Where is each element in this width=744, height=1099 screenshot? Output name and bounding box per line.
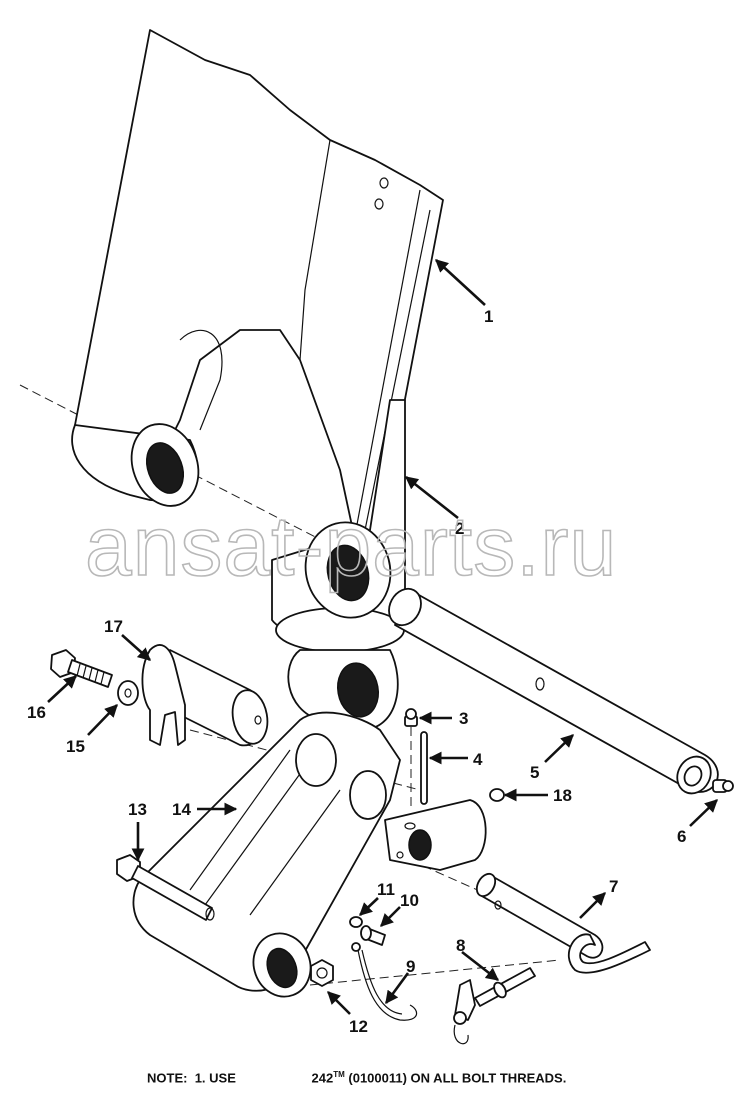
callout-2: 2: [455, 519, 464, 538]
callout-1: 1: [484, 307, 493, 326]
note-item: 1. USE: [194, 1070, 236, 1086]
set-screw-part-18: [489, 788, 505, 802]
callout-15: 15: [66, 737, 85, 756]
note-prefix: NOTE:: [147, 1070, 188, 1086]
main-link-part-14: [132, 711, 401, 998]
callout-12: 12: [349, 1017, 368, 1036]
watermark-text: ansat-parts.ru: [85, 499, 617, 593]
note-product: 242: [311, 1070, 334, 1086]
handle-pin-part-7: [475, 872, 651, 974]
grease-fitting-part-6: [712, 779, 734, 793]
callout-4: 4: [473, 750, 483, 769]
leader-arrow-15: [87, 704, 118, 736]
flanged-bushing-part-17: [141, 644, 269, 747]
callout-3: 3: [459, 709, 468, 728]
screw-part-10: [360, 925, 386, 946]
callout-18: 18: [553, 786, 572, 805]
lanyard-part-9: [351, 942, 418, 1021]
callout-14: 14: [172, 800, 191, 819]
leader-arrow-1: [435, 259, 486, 306]
callout-5: 5: [530, 763, 539, 782]
leader-arrow-6: [689, 799, 718, 827]
leader-arrow-5: [544, 734, 574, 763]
lock-washer-part-11: [349, 916, 363, 928]
bolt-part-16: [50, 649, 113, 688]
footer-note: NOTE: 1. USE 242TM (0100011) ON ALL BOLT…: [147, 1070, 566, 1085]
leader-arrow-10: [380, 906, 401, 927]
leader-arrow-12: [327, 991, 351, 1015]
leader-arrow-9: [384, 972, 410, 1005]
long-pin-part-5: [388, 587, 719, 795]
callout-13: 13: [128, 800, 147, 819]
hitch-pin-part-8: [453, 967, 536, 1045]
nut-part-12: [310, 959, 334, 987]
pivot-post-part-2: [271, 399, 406, 731]
washer-part-15: [117, 680, 139, 706]
leader-arrow-8: [461, 950, 500, 982]
callout-10: 10: [400, 891, 419, 910]
boom-arm-part-1: [71, 29, 444, 541]
note-text: (0100011) ON ALL BOLT THREADS.: [348, 1070, 567, 1086]
callout-16: 16: [27, 703, 46, 722]
callout-11: 11: [377, 880, 395, 899]
callout-6: 6: [677, 827, 686, 846]
leader-arrow-17: [121, 634, 151, 661]
grease-fitting-part-3: [404, 708, 418, 810]
callout-9: 9: [406, 957, 415, 976]
leader-arrow-2: [404, 475, 459, 520]
callout-7: 7: [609, 877, 618, 896]
note-trademark: TM: [333, 1070, 345, 1079]
leader-arrow-7: [579, 892, 606, 919]
mounting-bracket: [384, 799, 487, 871]
leader-arrow-16: [47, 675, 77, 703]
leader-arrow-11: [359, 897, 379, 916]
long-bolt-part-13: [116, 854, 215, 921]
callout-8: 8: [456, 936, 465, 955]
callout-17: 17: [104, 617, 123, 636]
roll-pin-part-4: [420, 731, 428, 805]
